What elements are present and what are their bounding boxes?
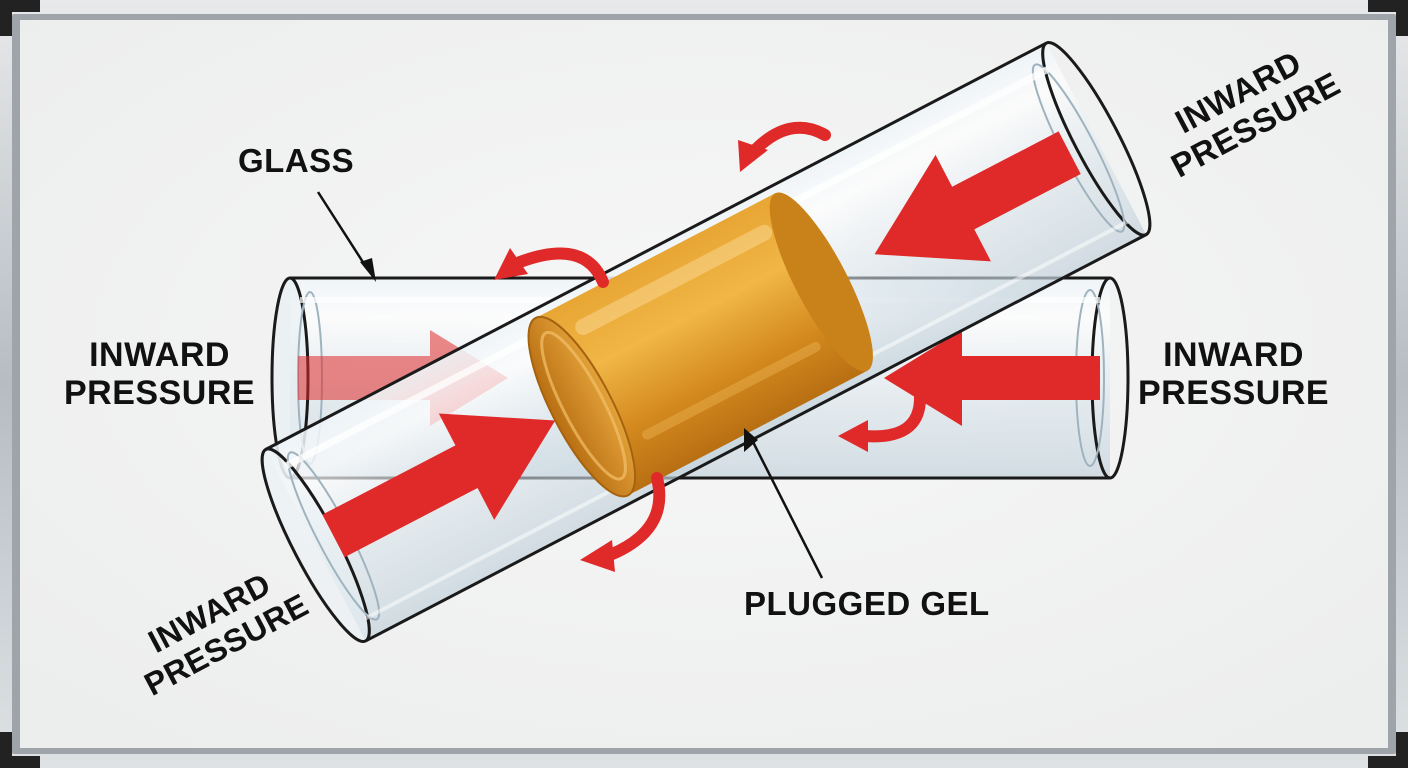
plugged-gel-label: PLUGGED GEL	[744, 585, 990, 622]
arrow-icon	[874, 131, 1081, 262]
curved-arrow-icon	[738, 140, 768, 172]
curved-arrow-icon	[494, 248, 528, 280]
arrow-icon	[884, 330, 1100, 426]
plugged-gel	[527, 192, 873, 498]
label-line-pressure: PRESSURE	[1138, 374, 1330, 413]
right-inward-pressure-label: INWARD PRESSURE	[1138, 336, 1329, 412]
label-line-inward: INWARD	[89, 336, 230, 374]
curved-arrow-icon	[514, 247, 609, 288]
curved-arrow-icon	[580, 540, 615, 572]
glass-label: GLASS	[238, 142, 355, 179]
gel-leader-line	[748, 435, 824, 579]
label-line-inward: INWARD	[1163, 336, 1304, 374]
curved-arrow-icon	[749, 121, 831, 156]
left-inward-pressure-label: INWARD PRESSURE	[64, 336, 255, 412]
glass-leader-line	[316, 191, 370, 271]
label-line-pressure: PRESSURE	[64, 374, 256, 413]
arrow-icon	[322, 413, 556, 558]
curved-arrow-icon	[838, 420, 868, 452]
diagonal-glass-tube	[260, 40, 1152, 644]
curved-arrow-icon	[859, 392, 926, 443]
curved-arrow-icon	[604, 472, 666, 561]
